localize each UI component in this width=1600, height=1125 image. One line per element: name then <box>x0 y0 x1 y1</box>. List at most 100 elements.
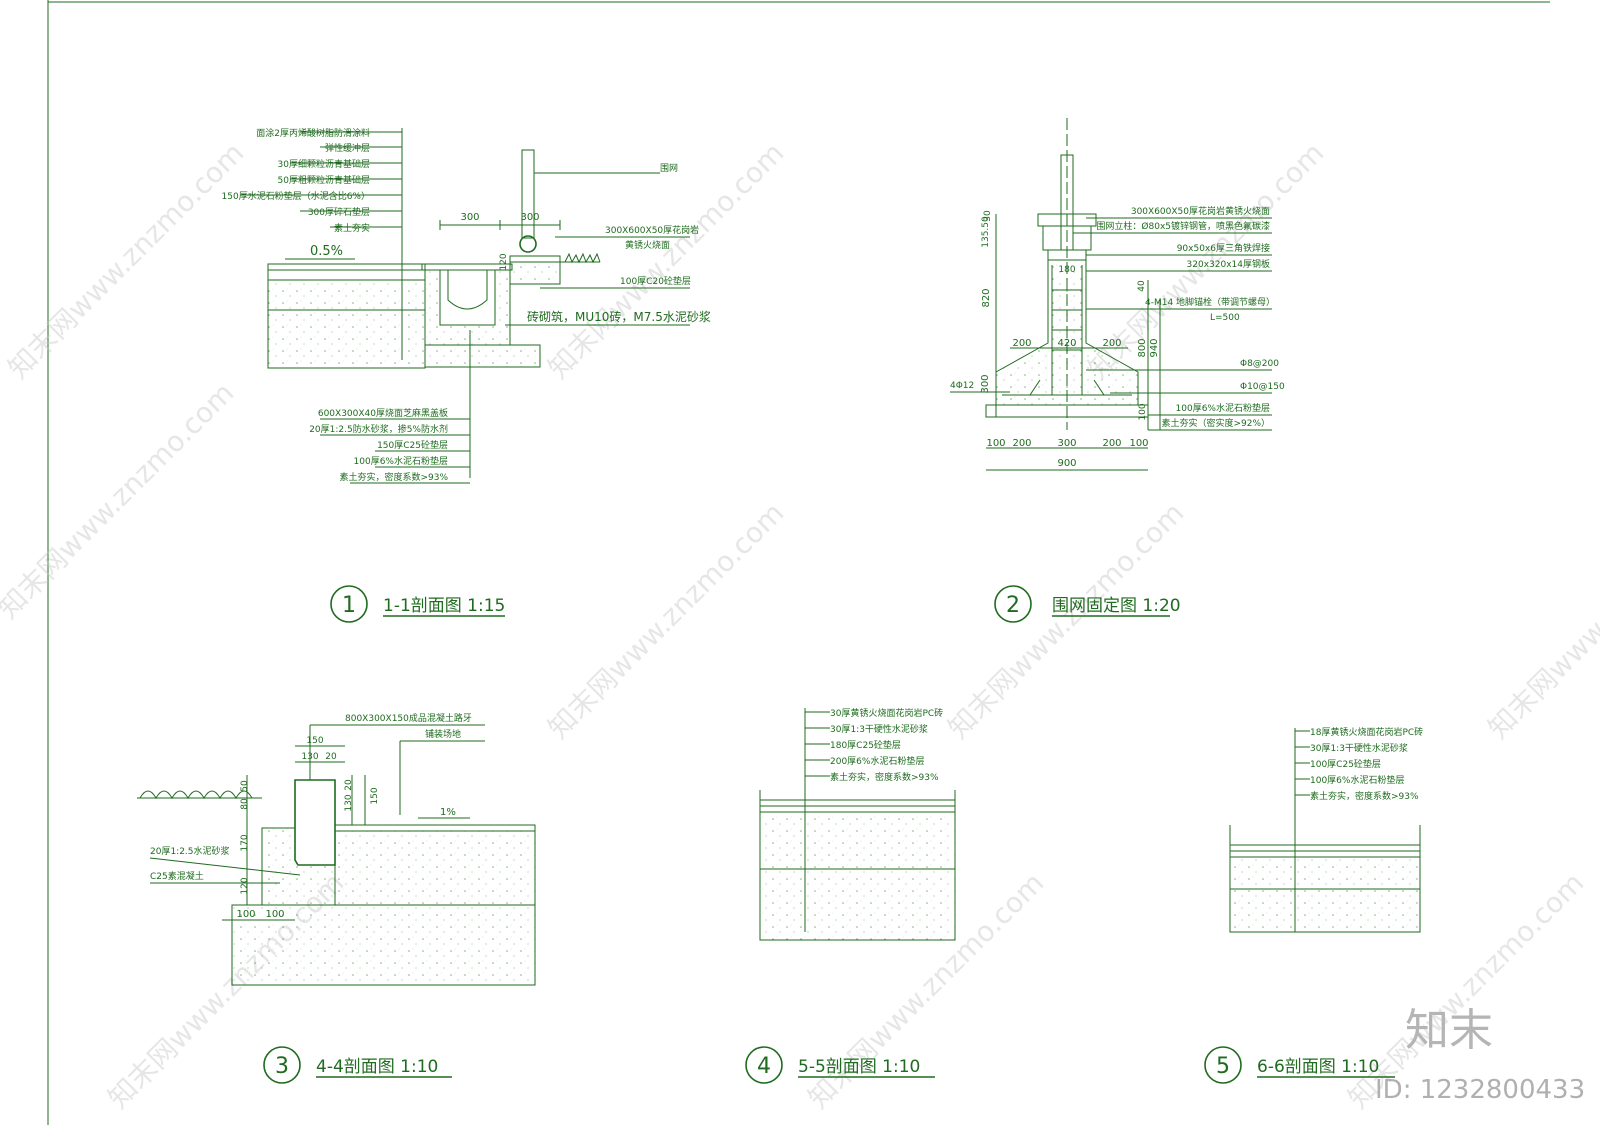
svg-text:200: 200 <box>1012 438 1031 449</box>
svg-text:120: 120 <box>499 253 509 270</box>
svg-text:800: 800 <box>1137 338 1148 357</box>
svg-text:20厚1:2.5水泥砂浆: 20厚1:2.5水泥砂浆 <box>150 845 230 857</box>
svg-text:30厚黄锈火烧面花岗岩PC砖: 30厚黄锈火烧面花岗岩PC砖 <box>830 707 943 719</box>
svg-text:4: 4 <box>757 1054 771 1079</box>
svg-text:C25素混凝土: C25素混凝土 <box>150 870 204 882</box>
section-4-4: 800X300X150成品混凝土路牙 铺装场地 1% 20厚1:2.5水泥砂浆 … <box>137 712 536 1084</box>
svg-text:4-M14 地脚锚栓（带调节螺母）: 4-M14 地脚锚栓（带调节螺母） <box>1145 296 1275 308</box>
svg-text:100厚C20砼垫层: 100厚C20砼垫层 <box>620 275 691 287</box>
svg-text:围网立柱：Ø80x5镀锌钢管，喷黑色氟碳漆: 围网立柱：Ø80x5镀锌钢管，喷黑色氟碳漆 <box>1096 220 1270 232</box>
svg-text:300: 300 <box>460 212 479 223</box>
svg-text:150: 150 <box>370 787 380 804</box>
svg-text:300X600X50厚花岗岩黄锈火烧面: 300X600X50厚花岗岩黄锈火烧面 <box>1131 205 1270 217</box>
fence-notes: 300X600X50厚花岗岩黄锈火烧面 围网立柱：Ø80x5镀锌钢管，喷黑色氟碳… <box>1073 205 1285 431</box>
section-title: 4-4剖面图 1:10 <box>316 1057 438 1077</box>
svg-text:170: 170 <box>240 834 250 851</box>
section-title: 围网固定图 1:20 <box>1052 596 1181 616</box>
svg-text:150厚水泥石粉垫层（水泥含比6%）: 150厚水泥石粉垫层（水泥含比6%） <box>222 190 370 202</box>
svg-text:200: 200 <box>1102 338 1121 349</box>
svg-text:L=500: L=500 <box>1210 313 1240 323</box>
svg-text:820: 820 <box>981 288 992 307</box>
svg-text:30厚1:3干硬性水泥砂浆: 30厚1:3干硬性水泥砂浆 <box>830 723 928 735</box>
svg-text:300: 300 <box>1057 438 1076 449</box>
svg-text:300厚碎石垫层: 300厚碎石垫层 <box>308 206 370 218</box>
svg-text:面涂2厚丙烯酸树脂防滑涂料: 面涂2厚丙烯酸树脂防滑涂料 <box>256 127 370 139</box>
svg-text:30厚细颗粒沥青基础层: 30厚细颗粒沥青基础层 <box>278 158 370 170</box>
section-1-1: 面涂2厚丙烯酸树脂防滑涂料 弹性缓冲层 30厚细颗粒沥青基础层 50厚粗颗粒沥青… <box>222 127 711 623</box>
svg-text:80: 80 <box>240 798 250 810</box>
svg-text:100: 100 <box>1138 403 1148 420</box>
svg-text:5: 5 <box>1216 1054 1230 1079</box>
svg-text:130: 130 <box>301 752 318 762</box>
svg-text:2: 2 <box>1006 593 1020 618</box>
svg-text:100厚6%水泥石粉垫层: 100厚6%水泥石粉垫层 <box>1176 402 1270 414</box>
section-number-circle <box>330 585 368 623</box>
watermark-logo: 知末 <box>1405 1005 1493 1056</box>
svg-text:320x320x14厚钢板: 320x320x14厚钢板 <box>1187 258 1270 270</box>
svg-text:120: 120 <box>240 877 250 894</box>
section-title: 5-5剖面图 1:10 <box>798 1057 920 1077</box>
section-number-circle <box>1204 1046 1242 1084</box>
svg-text:素土夯实，密度系数>93%: 素土夯实，密度系数>93% <box>830 771 939 783</box>
svg-text:150: 150 <box>306 736 323 746</box>
section-number-circle <box>994 585 1032 623</box>
svg-text:30: 30 <box>983 210 993 222</box>
grass-hatch <box>564 252 601 264</box>
svg-text:300X600X50厚花岗岩: 300X600X50厚花岗岩 <box>605 224 699 236</box>
section-6-6: 18厚黄锈火烧面花岗岩PC砖 30厚1:3干硬性水泥砂浆 100厚C25砼垫层 … <box>1204 726 1423 1084</box>
watermark-text: 知末网www.znzmo.com <box>2 136 251 385</box>
svg-text:600X300X40厚烧面芝麻黑盖板: 600X300X40厚烧面芝麻黑盖板 <box>318 407 448 419</box>
watermark-text: 知末网www.znzmo.com <box>0 376 240 625</box>
section-5-5: 30厚黄锈火烧面花岗岩PC砖 30厚1:3干硬性水泥砂浆 180厚C25砼垫层 … <box>745 707 956 1084</box>
svg-text:300: 300 <box>520 212 539 223</box>
svg-text:300: 300 <box>980 374 991 393</box>
sheet-frame <box>47 0 1550 1125</box>
svg-text:50厚粗颗粒沥青基础层: 50厚粗颗粒沥青基础层 <box>278 174 370 186</box>
watermark-text: 知末网www.znzmo.com <box>942 496 1191 745</box>
svg-text:100: 100 <box>986 438 1005 449</box>
svg-text:200: 200 <box>1012 338 1031 349</box>
layer-labels-top: 面涂2厚丙烯酸树脂防滑涂料 弹性缓冲层 30厚细颗粒沥青基础层 50厚粗颗粒沥青… <box>222 127 403 360</box>
svg-text:135.50: 135.50 <box>981 216 991 248</box>
svg-text:100: 100 <box>236 909 255 920</box>
svg-text:200: 200 <box>1102 438 1121 449</box>
svg-text:弹性缓冲层: 弹性缓冲层 <box>325 142 370 154</box>
svg-text:素土夯实，密度系数>93%: 素土夯实，密度系数>93% <box>339 471 448 483</box>
rebar-cage <box>1002 265 1132 396</box>
svg-text:Φ8@200: Φ8@200 <box>1240 359 1279 369</box>
svg-text:素土夯实（密实度>92%）: 素土夯实（密实度>92%） <box>1161 417 1270 429</box>
svg-text:200厚6%水泥石粉垫层: 200厚6%水泥石粉垫层 <box>830 755 924 767</box>
svg-text:素土夯实，密度系数>93%: 素土夯实，密度系数>93% <box>1310 790 1419 802</box>
svg-text:100: 100 <box>265 909 284 920</box>
watermark-text: 知末网www.znzmo.com <box>542 496 791 745</box>
svg-text:940: 940 <box>1149 338 1160 357</box>
svg-text:18厚黄锈火烧面花岗岩PC砖: 18厚黄锈火烧面花岗岩PC砖 <box>1310 726 1423 738</box>
svg-text:150厚C25砼垫层: 150厚C25砼垫层 <box>377 439 448 451</box>
svg-text:100厚6%水泥石粉垫层: 100厚6%水泥石粉垫层 <box>1310 774 1404 786</box>
svg-text:铺装场地: 铺装场地 <box>425 728 461 740</box>
svg-text:1%: 1% <box>440 807 456 818</box>
svg-text:素土夯实: 素土夯实 <box>334 222 370 234</box>
svg-text:黄锈火烧面: 黄锈火烧面 <box>625 239 670 251</box>
svg-text:100厚6%水泥石粉垫层: 100厚6%水泥石粉垫层 <box>354 455 448 467</box>
watermark-id: ID: 1232800433 <box>1375 1075 1585 1105</box>
svg-text:30厚1:3干硬性水泥砂浆: 30厚1:3干硬性水泥砂浆 <box>1310 742 1408 754</box>
svg-text:180厚C25砼垫层: 180厚C25砼垫层 <box>830 739 901 751</box>
section-number-circle <box>745 1046 783 1084</box>
svg-text:900: 900 <box>1057 458 1076 469</box>
svg-text:1: 1 <box>342 593 356 618</box>
watermark-text: 知末网www.znzmo.com <box>1482 496 1600 745</box>
section-fence-fixing: 30 135.50 820 300 4Φ12 180 200 420 200 3… <box>950 118 1285 623</box>
svg-text:130: 130 <box>344 794 354 811</box>
svg-text:20厚1:2.5防水砂浆，掺5%防水剂: 20厚1:2.5防水砂浆，掺5%防水剂 <box>309 423 448 435</box>
svg-text:Φ10@150: Φ10@150 <box>1240 382 1285 392</box>
svg-text:420: 420 <box>1057 338 1076 349</box>
section-number-circle <box>263 1046 301 1084</box>
svg-text:3: 3 <box>275 1054 289 1079</box>
svg-text:20: 20 <box>325 752 337 762</box>
svg-text:砖砌筑，MU10砖，M7.5水泥砂浆: 砖砌筑，MU10砖，M7.5水泥砂浆 <box>527 309 711 324</box>
svg-text:20: 20 <box>344 779 354 791</box>
section-title: 1-1剖面图 1:15 <box>383 596 505 616</box>
svg-text:100: 100 <box>1129 438 1148 449</box>
